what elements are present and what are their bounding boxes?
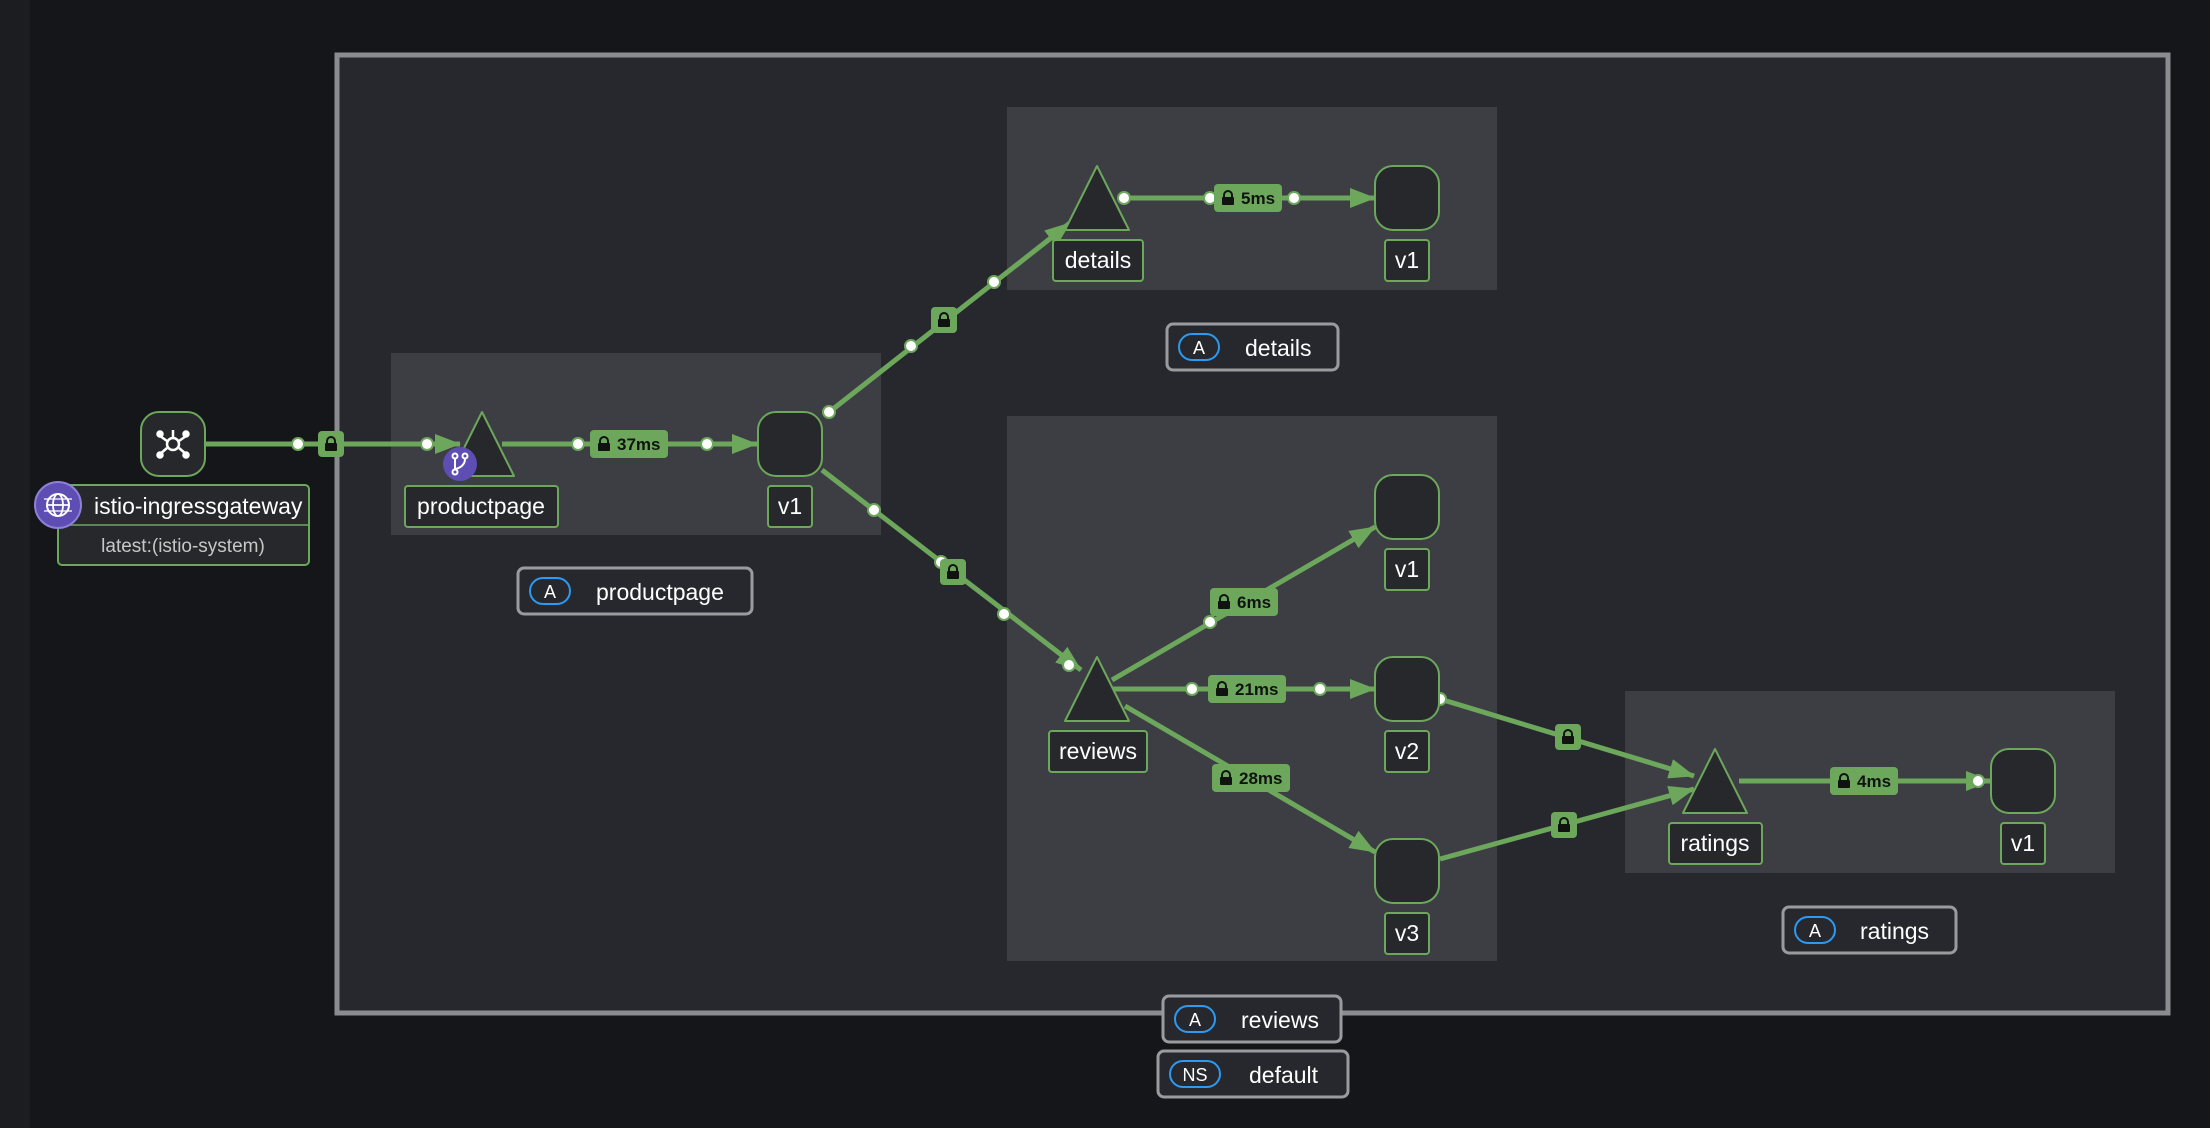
productpage-service-label-text: productpage xyxy=(417,493,545,519)
productpage-v1-node[interactable] xyxy=(757,411,823,477)
edge-label-productpage[interactable]: 37ms xyxy=(590,430,668,458)
details-v1-label[interactable]: v1 xyxy=(1384,239,1430,282)
details-service-node[interactable] xyxy=(1064,165,1130,231)
reviews-service-label[interactable]: reviews xyxy=(1048,730,1148,773)
cluster-icon xyxy=(156,430,190,459)
edge-label-reviews-v2[interactable]: 21ms xyxy=(1208,675,1286,703)
ratings-v1-label-text: v1 xyxy=(2011,830,2035,856)
group-name: details xyxy=(1245,335,1311,361)
ratings-v1-label[interactable]: v1 xyxy=(2000,822,2046,865)
productpage-v1-label[interactable]: v1 xyxy=(767,485,813,528)
reviews-service-node[interactable] xyxy=(1064,656,1130,722)
edge-latency-label: 28ms xyxy=(1239,769,1282,788)
ratings-v1-node[interactable] xyxy=(1990,748,2056,814)
lock-icon xyxy=(940,559,966,585)
namespace-label-default[interactable]: NS default xyxy=(1156,1049,1350,1099)
group-label-reviews[interactable]: A reviews xyxy=(1161,994,1343,1044)
ratings-service-node[interactable] xyxy=(1682,748,1748,814)
productpage-service-label[interactable]: productpage xyxy=(404,485,559,528)
app-badge-text: A xyxy=(1809,921,1821,941)
globe-icon xyxy=(34,481,82,529)
reviews-v1-label[interactable]: v1 xyxy=(1384,548,1430,591)
reviews-v3-node[interactable] xyxy=(1374,838,1440,904)
reviews-v1-label-text: v1 xyxy=(1395,556,1419,582)
edge-latency-label: 6ms xyxy=(1237,593,1271,612)
reviews-v1-node[interactable] xyxy=(1374,474,1440,540)
app-badge xyxy=(1174,1005,1216,1033)
branch-icon xyxy=(443,447,477,481)
lock-icon xyxy=(1551,812,1577,838)
app-badge xyxy=(529,577,571,605)
edge-latency-label: 4ms xyxy=(1857,772,1891,791)
group-name: productpage xyxy=(596,579,724,605)
edge-label-details[interactable]: 5ms xyxy=(1214,184,1282,212)
reviews-v2-node[interactable] xyxy=(1374,656,1440,722)
reviews-v3-label[interactable]: v3 xyxy=(1384,912,1430,955)
group-label-details[interactable]: A details xyxy=(1165,322,1340,372)
left-side-strip xyxy=(0,0,30,1128)
edge-label-reviews-v1[interactable]: 6ms xyxy=(1210,588,1278,616)
group-name: reviews xyxy=(1241,1007,1319,1033)
reviews-v2-label[interactable]: v2 xyxy=(1384,730,1430,773)
edge-label-reviews-v3[interactable]: 28ms xyxy=(1212,764,1290,792)
details-v1-label-text: v1 xyxy=(1395,247,1419,273)
app-badge-text: A xyxy=(544,582,556,602)
ingress-gateway-name: istio-ingressgateway xyxy=(94,493,303,519)
namespace-name: default xyxy=(1249,1062,1319,1088)
namespace-badge xyxy=(1169,1060,1221,1088)
reviews-service-label-text: reviews xyxy=(1059,738,1137,764)
ingress-gateway-subtitle: latest:(istio-system) xyxy=(101,536,265,557)
ingress-gateway-node[interactable] xyxy=(140,411,206,477)
details-v1-node[interactable] xyxy=(1374,165,1440,231)
app-badge xyxy=(1794,916,1836,944)
edge-latency-label: 37ms xyxy=(617,435,660,454)
productpage-v1-label-text: v1 xyxy=(778,493,802,519)
app-badge xyxy=(1178,333,1220,361)
ratings-service-label[interactable]: ratings xyxy=(1668,822,1763,865)
group-label-productpage[interactable]: A productpage xyxy=(516,566,754,616)
ingress-gateway-label[interactable]: istio-ingressgateway latest:(istio-syste… xyxy=(57,484,310,566)
lock-icon xyxy=(1555,724,1581,750)
details-service-label-text: details xyxy=(1065,247,1131,273)
lock-badges xyxy=(318,307,1581,838)
details-service-label[interactable]: details xyxy=(1052,239,1144,282)
app-badge-text: A xyxy=(1193,338,1205,358)
lock-icon xyxy=(931,307,957,333)
reviews-v3-label-text: v3 xyxy=(1395,920,1419,946)
group-label-ratings[interactable]: A ratings xyxy=(1781,905,1958,955)
edge-label-ratings[interactable]: 4ms xyxy=(1830,767,1898,795)
group-name: ratings xyxy=(1860,918,1929,944)
app-badge-text: A xyxy=(1189,1010,1201,1030)
namespace-badge-text: NS xyxy=(1182,1065,1207,1085)
reviews-v2-label-text: v2 xyxy=(1395,738,1419,764)
edge-latency-label: 5ms xyxy=(1241,189,1275,208)
lock-icon xyxy=(318,431,344,457)
edge-latency-label: 21ms xyxy=(1235,680,1278,699)
ratings-service-label-text: ratings xyxy=(1680,830,1749,856)
